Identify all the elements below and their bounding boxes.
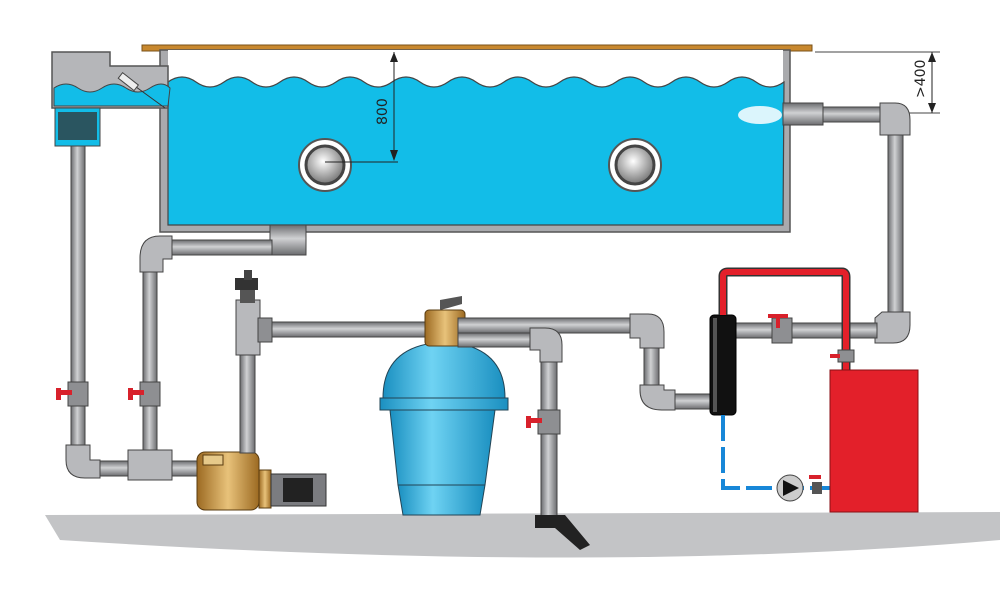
pump-discharge-pipe bbox=[235, 270, 428, 356]
depth-dimension: 800 bbox=[325, 52, 398, 163]
clearance-dimension: >400 bbox=[815, 51, 940, 114]
skimmer bbox=[51, 51, 171, 147]
circulation-pump bbox=[196, 337, 327, 511]
boiler bbox=[829, 369, 919, 513]
return-valve bbox=[768, 314, 788, 328]
boiler-circuit bbox=[718, 267, 855, 502]
depth-label: 800 bbox=[375, 98, 391, 125]
main-drain-valve bbox=[128, 381, 161, 407]
waste-pipe bbox=[457, 327, 590, 550]
pool-light-left bbox=[298, 138, 352, 192]
pool-light-right bbox=[608, 138, 662, 192]
ground bbox=[45, 512, 1000, 558]
skimmer-valve bbox=[56, 381, 89, 407]
skimmer-suction-pipe bbox=[65, 145, 131, 479]
heat-exchanger bbox=[709, 314, 737, 416]
clearance-label: >400 bbox=[913, 60, 929, 98]
main-drain-pipe bbox=[127, 224, 307, 481]
filter-outlet-pipe bbox=[457, 313, 712, 411]
pool-water bbox=[167, 76, 785, 226]
sand-filter bbox=[379, 296, 509, 516]
